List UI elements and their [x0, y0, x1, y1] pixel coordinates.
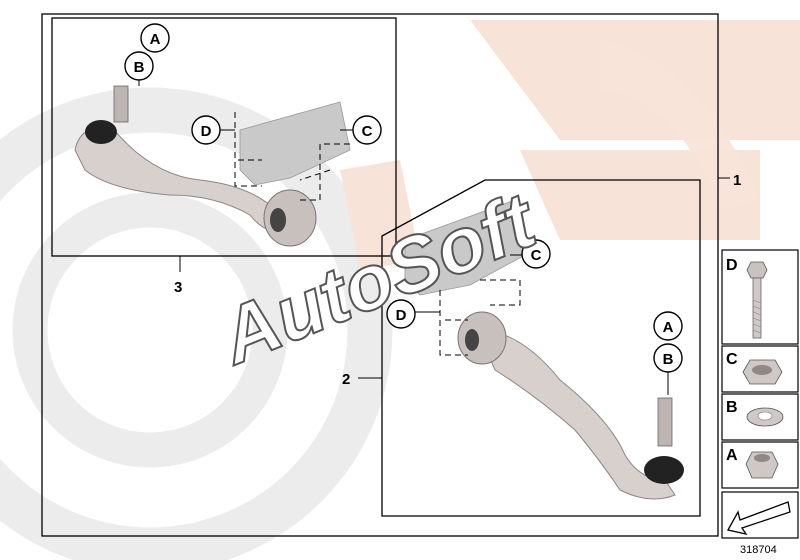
arrow-icon: [727, 501, 791, 535]
svg-text:C: C: [362, 123, 373, 140]
part-letter-a: A: [726, 447, 738, 464]
ball-joint-stud-rear: [657, 397, 673, 447]
rear-view-number: 2: [342, 371, 350, 388]
front-callout-b: B: [124, 51, 154, 81]
part-letter-c: C: [726, 351, 738, 368]
ball-joint-rear: [644, 456, 684, 484]
main-assembly-number: 1: [733, 172, 741, 189]
mounting-bracket-rear: [404, 199, 526, 296]
bolt-icon: [746, 261, 768, 339]
part-letter-d: D: [726, 257, 738, 274]
part-row-c[interactable]: C: [721, 345, 799, 393]
front-view-number: 3: [174, 279, 182, 296]
rear-callout-c: C: [521, 239, 551, 269]
ball-joint-stud: [113, 85, 129, 123]
part-row-b[interactable]: B: [721, 393, 799, 441]
rubber-bushing: [263, 189, 317, 247]
nav-arrow-button[interactable]: [721, 491, 799, 539]
hex-nut-icon: [742, 359, 783, 385]
part-row-a[interactable]: A: [721, 441, 799, 489]
svg-text:C: C: [531, 247, 542, 264]
rubber-bushing-rear: [457, 311, 507, 365]
self-locking-nut-icon: [745, 451, 779, 479]
front-callout-d: D: [191, 115, 221, 145]
front-view-frame: [51, 17, 397, 257]
main-assembly-frame: [41, 13, 719, 537]
svg-text:B: B: [134, 59, 145, 76]
rear-callout-d: D: [386, 299, 416, 329]
svg-text:A: A: [150, 31, 161, 48]
rear-callout-b: B: [653, 343, 683, 373]
diagram-id: 318704: [740, 544, 777, 556]
washer-icon: [746, 407, 784, 427]
part-row-d[interactable]: D: [721, 249, 799, 345]
part-letter-b: B: [726, 399, 738, 416]
front-view: 3 A B C D: [51, 17, 397, 296]
rear-view: 2 C D A B: [342, 179, 701, 517]
front-callout-a: A: [140, 23, 170, 53]
svg-text:A: A: [663, 319, 674, 336]
svg-text:D: D: [201, 123, 212, 140]
svg-text:D: D: [396, 307, 407, 324]
rear-view-frame: [381, 179, 701, 517]
parts-sidebar: D C B A: [721, 249, 799, 539]
svg-text:B: B: [663, 351, 674, 368]
mounting-bracket: [239, 101, 351, 186]
ball-joint: [85, 120, 117, 144]
front-callout-c: C: [352, 115, 382, 145]
rear-callout-a: A: [653, 311, 683, 341]
